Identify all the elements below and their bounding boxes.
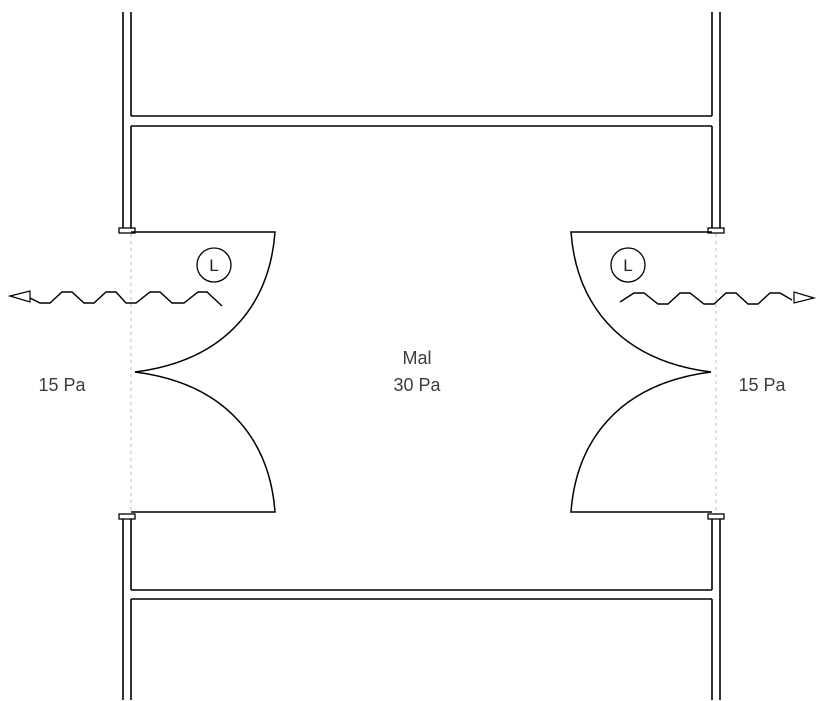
jamb-lower-right bbox=[707, 513, 725, 520]
right-door-badge: L bbox=[610, 247, 646, 283]
right-badge-circle bbox=[610, 247, 646, 283]
right-door-upper-leaf bbox=[570, 231, 712, 373]
right-airflow-line bbox=[619, 292, 793, 305]
thresholds bbox=[130, 234, 717, 513]
left-space-pressure: 15 Pa bbox=[38, 375, 86, 395]
right-door-lower-leaf bbox=[570, 371, 712, 513]
left-door-lower-leaf bbox=[131, 371, 276, 513]
left-leakage-airflow bbox=[7, 290, 223, 307]
left-badge-circle bbox=[196, 247, 232, 283]
center-room-name: Mal bbox=[402, 348, 431, 368]
left-double-door bbox=[131, 231, 276, 513]
right-leakage-airflow bbox=[619, 291, 817, 305]
left-airflow-line bbox=[27, 291, 223, 307]
left-airflow-arrowhead bbox=[7, 290, 31, 303]
left-door-badge: L bbox=[196, 247, 232, 283]
upper-corridor bbox=[122, 12, 721, 229]
jamb-upper-left bbox=[118, 227, 136, 234]
left-badge-label: L bbox=[209, 256, 218, 275]
right-airflow-arrowhead bbox=[793, 291, 817, 304]
door-jambs bbox=[118, 227, 725, 520]
right-badge-label: L bbox=[623, 256, 632, 275]
lower-corridor bbox=[122, 518, 721, 700]
jamb-lower-left bbox=[118, 513, 136, 520]
right-space-pressure: 15 Pa bbox=[738, 375, 786, 395]
center-room-pressure: 30 Pa bbox=[393, 375, 441, 395]
jamb-upper-right bbox=[707, 227, 725, 234]
left-door-upper-leaf bbox=[131, 231, 276, 373]
right-double-door bbox=[570, 231, 712, 513]
